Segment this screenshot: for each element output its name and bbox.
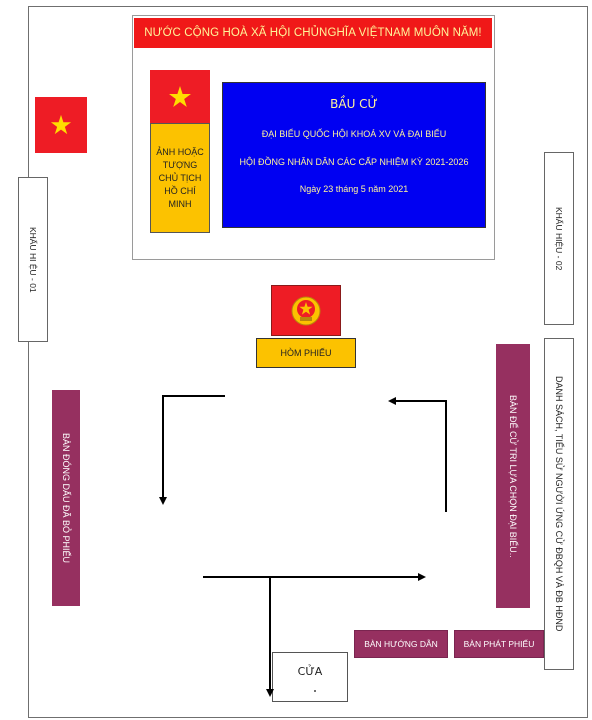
slogan-board-right: KHẨU HIỆU - 02 [544,152,574,325]
ballot-issue-table: BÀN PHÁT PHIẾU [454,630,544,658]
candidate-list-text: DANH SÁCH, TIỂU SỬ NGƯỜI ỨNG CỬ ĐBQH VÀ … [554,376,564,632]
stamp-table-text: BÀN ĐÓNG DẤU ĐÃ BỎ PHIẾU [61,432,71,564]
portrait-line-1: ẢNH HOẶC [156,146,204,157]
board-line-1: ĐẠI BIỂU QUỐC HỘI KHOÁ XV VÀ ĐẠI BIỂU [261,129,447,139]
entrance-door: CỬA [272,652,348,702]
board-line-2: HỘI ĐỒNG NHÂN DÂN CÁC CẤP NHIỆM KỲ 2021-… [239,157,469,167]
voter-table-text: BÀN ĐỂ CỬ TRI LỰA CHỌN ĐẠI BIỂU.. [508,394,518,558]
portrait-line-2: TƯỢNG [162,159,198,170]
door-label: CỬA [297,665,323,678]
election-board: BẦU CỬ ĐẠI BIỂU QUỐC HỘI KHOÁ XV VÀ ĐẠI … [222,82,486,228]
arrow-icon [159,395,225,505]
vietnam-flag-icon [50,114,72,135]
arrow-icon [203,576,274,697]
guide-table: BÀN HƯỚNG DẪN [354,630,448,658]
slogan-banner: NƯỚC CỘNG HOÀ XÃ HỘI CHỦNGHĨA VIỆTNAM MU… [134,18,492,48]
vietnam-flag-icon [169,85,191,107]
slogan-board-left: KHẨU HI ỆU - 01 [18,177,48,342]
slogan-right-text: KHẨU HIỆU - 02 [554,206,564,271]
door-mark [314,690,316,692]
wall-flag [35,97,87,153]
candidate-list-board: DANH SÁCH, TIỂU SỬ NGƯỜI ỨNG CỬ ĐBQH VÀ … [544,338,574,670]
stage-flag [150,70,210,123]
voter-selection-table: BÀN ĐỂ CỬ TRI LỰA CHỌN ĐẠI BIỂU.. [496,344,530,608]
national-emblem-icon [291,296,321,325]
arrow-icon [388,397,447,512]
portrait-placeholder: ẢNH HOẶC TƯỢNG CHỦ TỊCH HỒ CHÍ MINH [150,123,210,233]
portrait-line-3: CHỦ TỊCH [158,172,202,183]
portrait-line-4: HỒ CHÍ [164,185,196,196]
stamp-table: BÀN ĐÓNG DẤU ĐÃ BỎ PHIẾU [52,390,80,606]
board-title: BẦU CỬ [330,97,378,111]
national-emblem-panel [271,285,341,336]
board-date: Ngày 23 tháng 5 năm 2021 [299,184,409,194]
ballot-box: HÒM PHIẾU [256,338,356,368]
portrait-line-5: MINH [168,198,192,209]
slogan-left-text: KHẨU HI ỆU - 01 [28,226,38,293]
